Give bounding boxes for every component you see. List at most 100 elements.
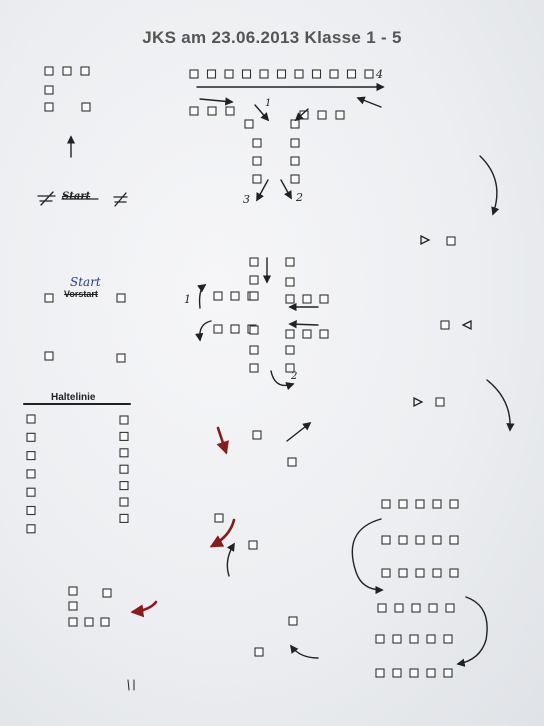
cone-marker bbox=[409, 634, 419, 644]
cone-marker bbox=[435, 397, 445, 407]
cone-marker bbox=[398, 535, 408, 545]
cone-marker bbox=[119, 448, 129, 458]
cone-marker bbox=[249, 345, 259, 355]
cone-marker bbox=[68, 601, 78, 611]
cone-marker bbox=[432, 568, 442, 578]
triangle-marker bbox=[461, 319, 472, 331]
cone-marker bbox=[294, 69, 304, 79]
number-2-top: 2 bbox=[296, 191, 303, 204]
cone-marker bbox=[319, 329, 329, 339]
cone-marker bbox=[285, 345, 295, 355]
cone-marker bbox=[230, 324, 240, 334]
arrow bbox=[226, 542, 235, 577]
cone-marker bbox=[214, 513, 224, 523]
cone-marker bbox=[81, 102, 91, 112]
arrow bbox=[270, 370, 295, 391]
cone-marker bbox=[290, 174, 300, 184]
cone-marker bbox=[119, 464, 129, 474]
cone-marker bbox=[449, 499, 459, 509]
arrow bbox=[479, 155, 500, 216]
cone-marker bbox=[392, 634, 402, 644]
number-1-mid: 1 bbox=[184, 293, 191, 306]
cone-marker bbox=[375, 668, 385, 678]
line bbox=[127, 679, 135, 691]
arrow bbox=[280, 179, 292, 200]
cone-marker bbox=[26, 451, 36, 461]
start-label: Start bbox=[70, 275, 101, 289]
cone-marker bbox=[290, 138, 300, 148]
cone-marker bbox=[44, 293, 54, 303]
arrow bbox=[199, 97, 234, 106]
cone-marker bbox=[119, 513, 129, 523]
cone-marker bbox=[189, 106, 199, 116]
cone-marker bbox=[335, 110, 345, 120]
cone-marker bbox=[398, 499, 408, 509]
cone-marker bbox=[68, 586, 78, 596]
vorstart-label: Vorstart bbox=[64, 289, 98, 299]
cone-marker bbox=[415, 535, 425, 545]
arrow bbox=[289, 644, 319, 659]
cone-marker bbox=[411, 603, 421, 613]
triangle-marker bbox=[420, 234, 431, 246]
cone-marker bbox=[285, 329, 295, 339]
cone-marker bbox=[44, 85, 54, 95]
cone-marker bbox=[206, 69, 217, 79]
arrow bbox=[288, 320, 319, 329]
cone-marker bbox=[249, 291, 259, 301]
arrow bbox=[256, 179, 269, 202]
number-1-top: 1 bbox=[265, 98, 272, 109]
cone-marker bbox=[249, 257, 259, 267]
cone-marker bbox=[426, 634, 436, 644]
cone-marker bbox=[377, 603, 387, 613]
cone-marker bbox=[80, 66, 90, 76]
cone-marker bbox=[26, 414, 36, 424]
cone-marker bbox=[248, 540, 258, 550]
cone-marker bbox=[285, 277, 295, 287]
cone-marker bbox=[84, 617, 94, 627]
cone-marker bbox=[449, 535, 459, 545]
red-arrow bbox=[209, 518, 236, 548]
number-3-top: 3 bbox=[243, 193, 250, 206]
cone-marker bbox=[44, 351, 54, 361]
cone-marker bbox=[302, 294, 312, 304]
arrow bbox=[195, 320, 212, 342]
cone-marker bbox=[224, 69, 234, 79]
arrow bbox=[286, 421, 312, 442]
cone-marker bbox=[290, 156, 300, 166]
line bbox=[37, 191, 56, 206]
cone-marker bbox=[285, 363, 295, 373]
cone-marker bbox=[252, 138, 262, 148]
cone-marker bbox=[409, 668, 419, 678]
arrow bbox=[254, 104, 270, 122]
cone-marker bbox=[249, 275, 259, 285]
cone-marker bbox=[26, 487, 36, 497]
cone-marker bbox=[381, 535, 391, 545]
cone-marker bbox=[26, 432, 36, 442]
cone-marker bbox=[102, 588, 112, 598]
line bbox=[113, 192, 128, 207]
cone-marker bbox=[207, 106, 217, 116]
cone-marker bbox=[443, 668, 453, 678]
cone-marker bbox=[432, 499, 442, 509]
cone-marker bbox=[244, 119, 254, 129]
cone-marker bbox=[119, 415, 129, 425]
cone-marker bbox=[428, 603, 438, 613]
cone-marker bbox=[213, 291, 223, 301]
cone-marker bbox=[252, 430, 262, 440]
cone-marker bbox=[44, 102, 54, 112]
cone-marker bbox=[446, 236, 456, 246]
cone-marker bbox=[68, 617, 78, 627]
cone-marker bbox=[302, 329, 312, 339]
cone-marker bbox=[375, 634, 385, 644]
cone-marker bbox=[285, 294, 295, 304]
arrow bbox=[486, 379, 515, 432]
cone-marker bbox=[116, 353, 126, 363]
arrow bbox=[197, 284, 207, 309]
arrow bbox=[356, 96, 382, 108]
cone-marker bbox=[285, 257, 295, 267]
cone-marker bbox=[287, 457, 297, 467]
page-title: JKS am 23.06.2013 Klasse 1 - 5 bbox=[142, 28, 402, 47]
cone-marker bbox=[415, 499, 425, 509]
cone-marker bbox=[116, 293, 126, 303]
